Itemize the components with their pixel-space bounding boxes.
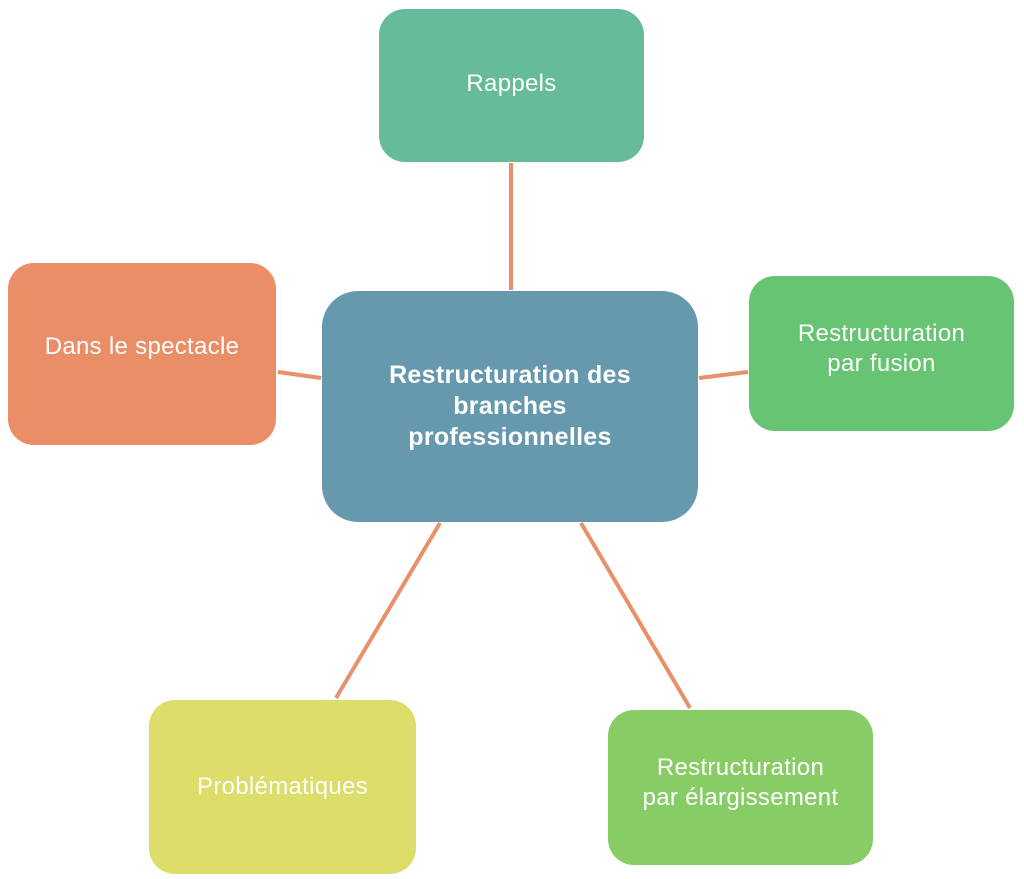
connector-elargissement — [579, 521, 692, 710]
node-rappels-label: Rappels — [466, 69, 557, 97]
node-dans-le-spectacle-label: Dans le spectacle — [44, 333, 240, 360]
node-restructuration-par-fusion-label: Restructuration par fusion — [797, 319, 966, 377]
connector-fusion — [698, 370, 749, 380]
node-problematiques: Problématiques — [149, 700, 416, 874]
central-node: Restructuration des branches professionn… — [322, 291, 698, 522]
node-restructuration-par-elargissement: Restructuration par élargissement — [608, 710, 873, 865]
node-problematiques-label: Problématiques — [197, 773, 368, 800]
node-restructuration-par-elargissement-label: Restructuration par élargissement — [642, 753, 839, 811]
node-restructuration-par-fusion: Restructuration par fusion — [749, 276, 1014, 431]
node-rappels: Rappels — [379, 9, 644, 162]
connector-problematiques — [334, 521, 442, 700]
node-dans-le-spectacle: Dans le spectacle — [8, 263, 276, 445]
connector-spectacle — [277, 370, 322, 380]
central-node-label: Restructuration des branches professionn… — [389, 361, 631, 451]
